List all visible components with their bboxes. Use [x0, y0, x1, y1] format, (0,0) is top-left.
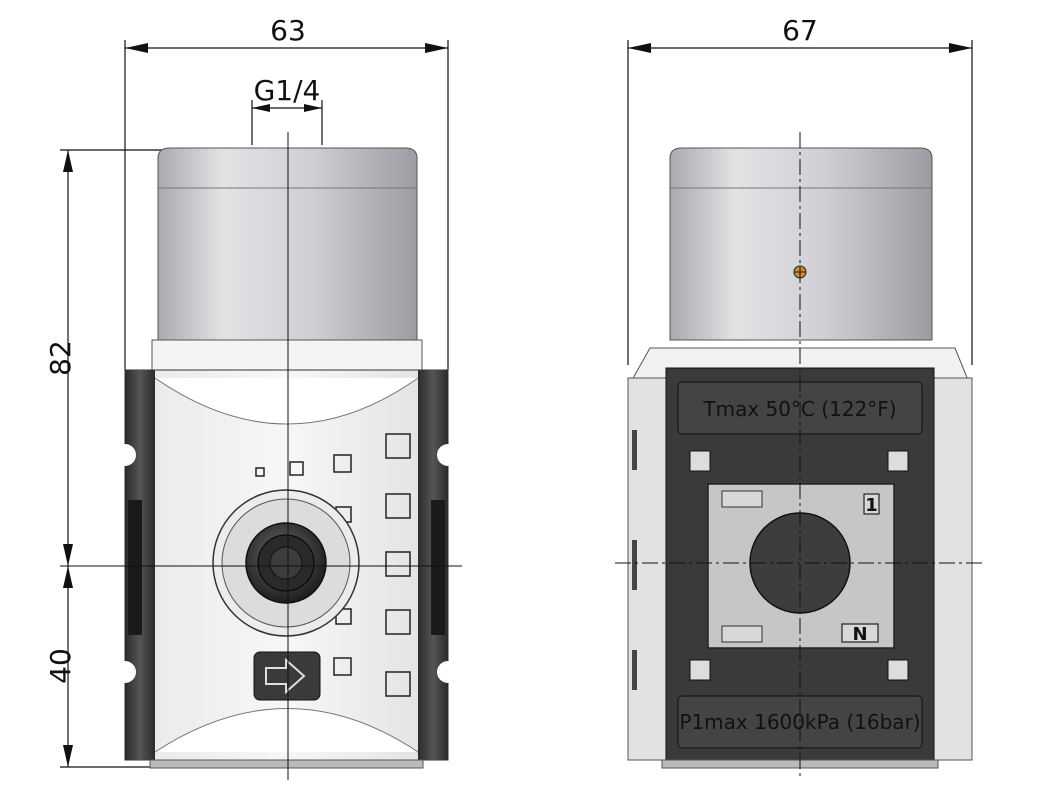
- side-slot: [128, 500, 142, 635]
- arrow-head: [63, 544, 73, 566]
- mark-square: [333, 454, 352, 473]
- clip: [887, 450, 909, 472]
- notch: [437, 661, 459, 683]
- mark-square: [385, 609, 411, 635]
- port-core: [269, 546, 303, 580]
- plate-slot: [721, 490, 763, 508]
- side-slot: [431, 500, 445, 635]
- front-view: 63 G1/4 82 40: [44, 14, 462, 780]
- arrow-head: [628, 43, 651, 53]
- mark-square: [255, 467, 265, 477]
- dim-thread: G1/4: [254, 74, 321, 107]
- mark-square: [385, 493, 411, 519]
- mark-square: [385, 433, 411, 459]
- base-foot: [149, 759, 424, 769]
- mark-square: [385, 551, 411, 577]
- arrow-head: [252, 104, 270, 112]
- bottom-arc: [154, 708, 419, 753]
- side-rib: [632, 430, 637, 470]
- mark-square: [289, 461, 304, 476]
- arrow-head: [63, 150, 73, 172]
- dim-width-67: 67: [782, 14, 818, 47]
- arrow-head: [425, 43, 448, 53]
- port-letter: N: [852, 624, 867, 645]
- dim-width-63: 63: [270, 14, 306, 47]
- clip: [689, 450, 711, 472]
- mark-square: [385, 671, 411, 697]
- side-rib: [632, 540, 637, 590]
- side-view: 67 Tmax 50°C (122°F) P1max 1600kPa (16ba…: [615, 14, 985, 780]
- flow-direction-plate: [253, 651, 321, 701]
- top-arc: [154, 377, 419, 425]
- arrow-head: [63, 566, 73, 588]
- arrow-head: [304, 104, 322, 112]
- clip: [689, 659, 711, 681]
- notch: [437, 444, 459, 466]
- notch: [114, 661, 136, 683]
- port-number: 1: [865, 495, 878, 516]
- notch: [114, 444, 136, 466]
- arrow-head: [63, 745, 73, 767]
- arrow-head: [949, 43, 972, 53]
- mark-square: [333, 657, 352, 676]
- dim-height-40: 40: [44, 648, 77, 684]
- clip: [887, 659, 909, 681]
- side-rib: [632, 650, 637, 690]
- regulator-cap: [669, 147, 933, 341]
- collar: [151, 339, 423, 371]
- body-side-right: [933, 377, 973, 761]
- dim-height-82: 82: [44, 340, 77, 376]
- arrow-head: [125, 43, 148, 53]
- plate-slot: [721, 625, 763, 643]
- port-letter-box: [841, 623, 879, 643]
- port-number-box: [863, 493, 880, 515]
- right-arrow-icon: [265, 657, 306, 695]
